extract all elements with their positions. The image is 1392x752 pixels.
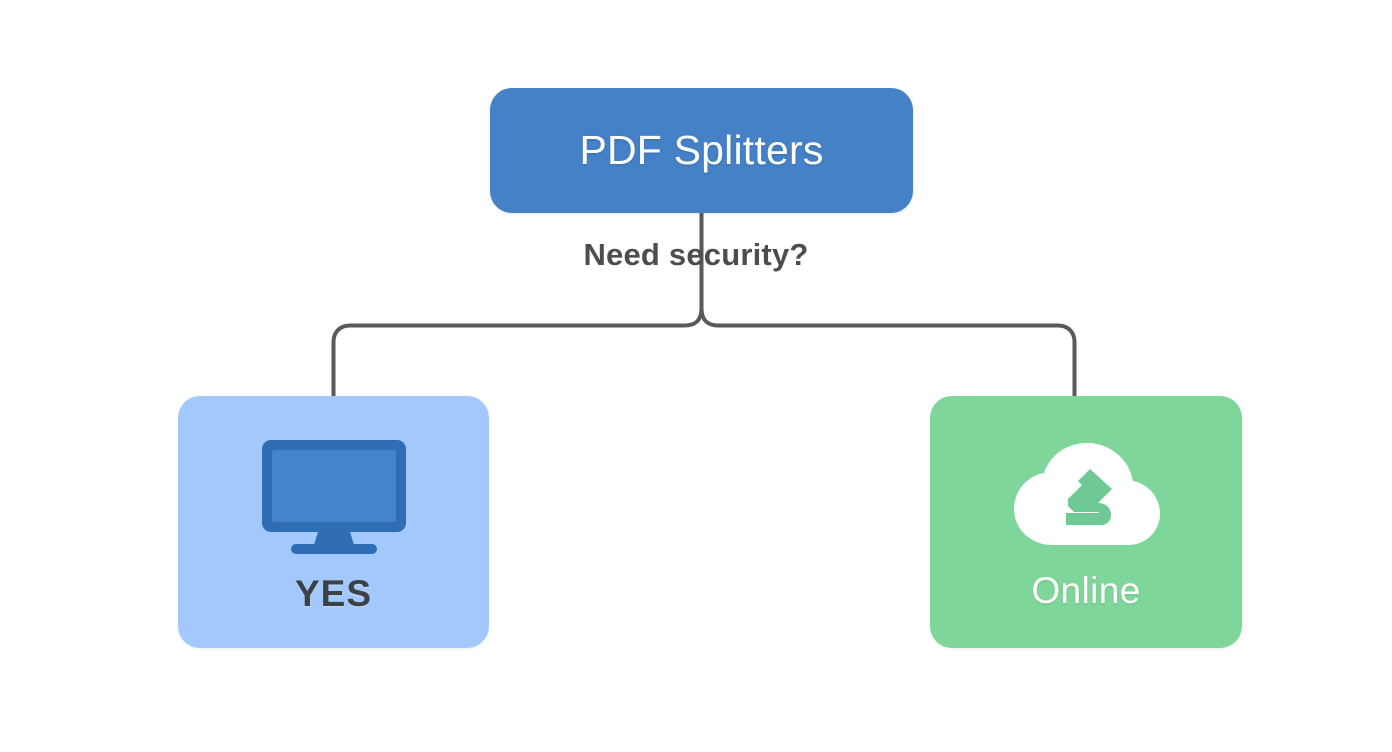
edge-label-text: Need security? <box>583 237 809 272</box>
desktop-monitor-icon <box>258 438 410 561</box>
cloud-upload-icon <box>1006 441 1166 558</box>
connector-branch-left <box>331 306 704 402</box>
node-root-label: PDF Splitters <box>579 127 824 173</box>
node-online-label: Online <box>1031 570 1141 611</box>
connector-branch-right <box>699 306 1077 402</box>
node-online[interactable]: Online <box>930 396 1242 648</box>
node-yes-label: YES <box>294 573 373 614</box>
node-yes[interactable]: YES <box>178 396 489 648</box>
edge-label-need-security: Need security? <box>0 237 1392 272</box>
node-pdf-splitters[interactable]: PDF Splitters <box>490 88 913 213</box>
